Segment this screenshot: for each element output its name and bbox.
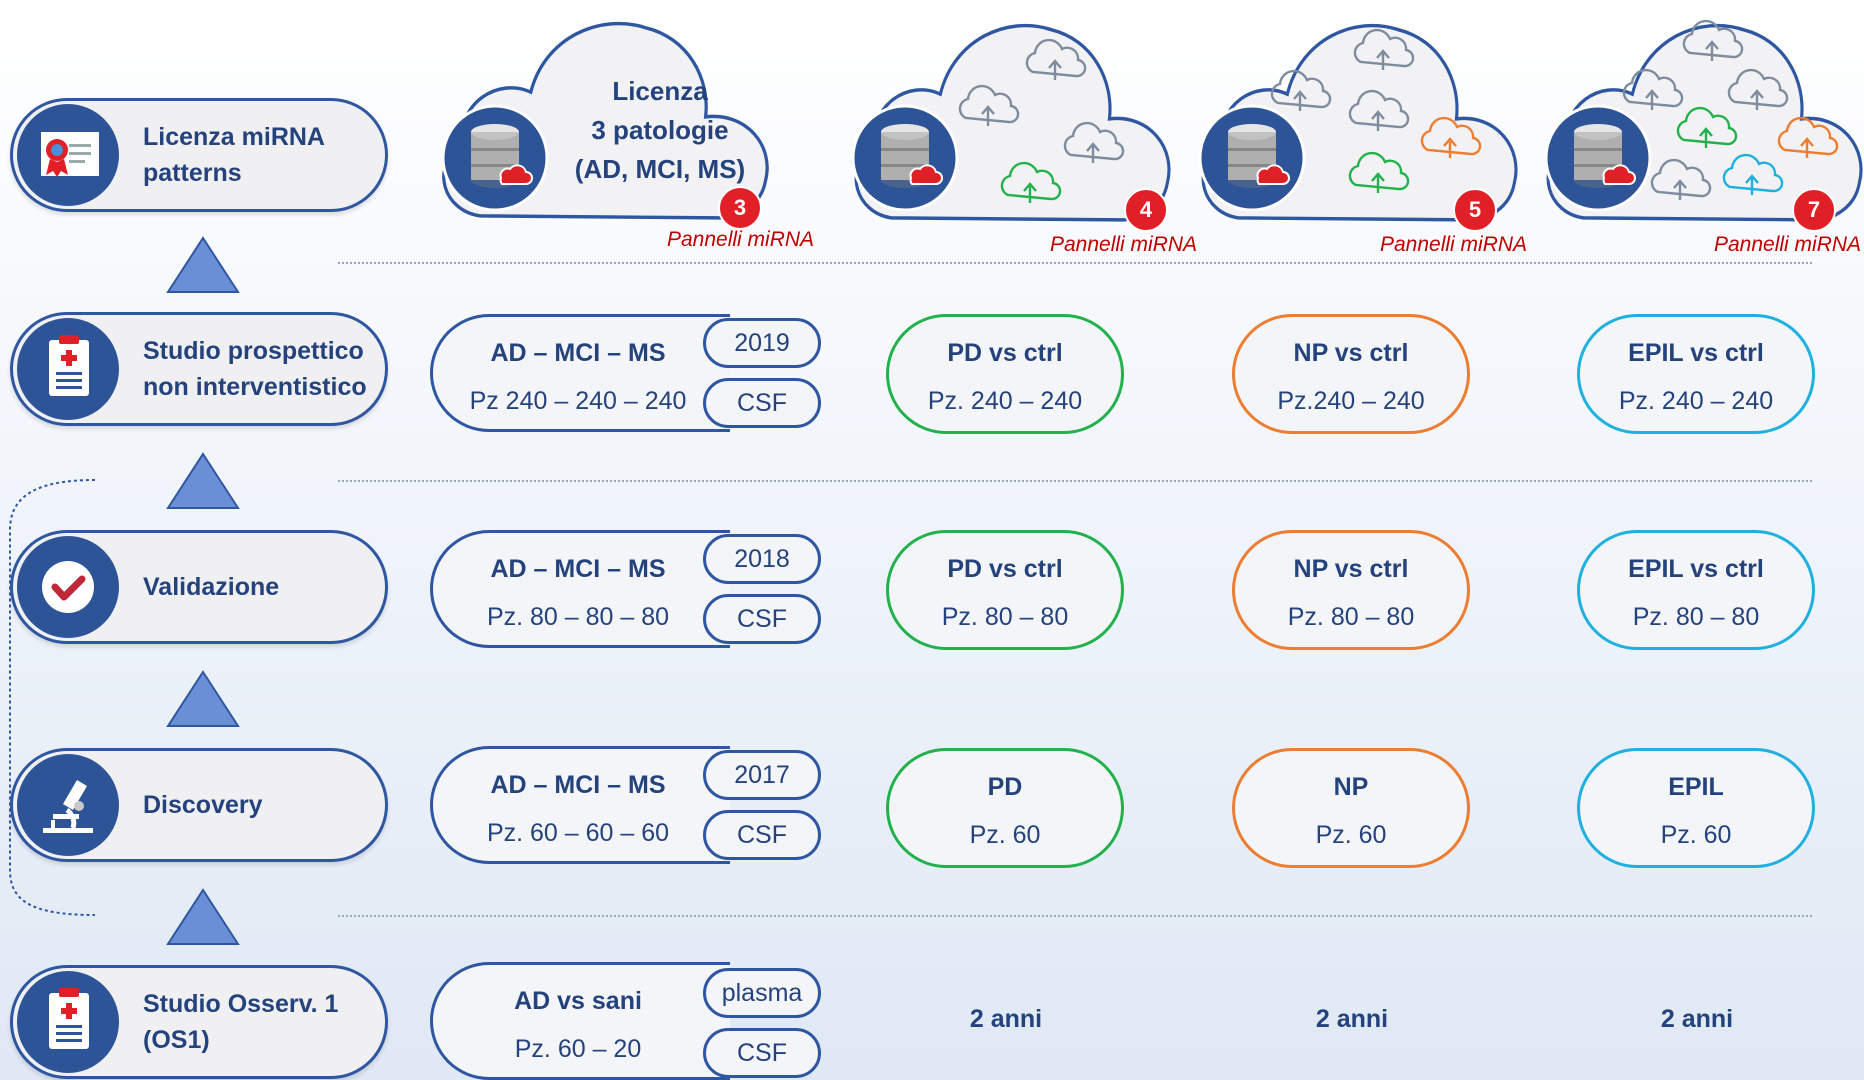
cohort-title: AD – MCI – MS xyxy=(490,555,666,583)
pd-patients: Pz. 60 xyxy=(969,821,1041,849)
stage-license: Licenza miRNA patterns xyxy=(10,98,388,212)
clipboard-icon xyxy=(17,971,119,1073)
stage-label: Studio prospettico non interventistico xyxy=(143,337,367,401)
cohort-box: AD – MCI – MS Pz 240 – 240 – 240 xyxy=(430,314,730,432)
clipboard-icon xyxy=(17,318,119,420)
duration-label: 2 anni xyxy=(969,1005,1043,1033)
panel-count-badge: 3 xyxy=(718,186,762,230)
duration-label: 2 anni xyxy=(1660,1005,1734,1033)
cohort-box: AD – MCI – MS Pz. 80 – 80 – 80 xyxy=(430,530,730,648)
panel-label: Pannelli miRNA xyxy=(1380,233,1528,256)
epil-box: EPIL vs ctrl Pz. 240 – 240 xyxy=(1577,314,1815,434)
cohort-patients: Pz. 60 – 20 xyxy=(514,1035,642,1063)
certificate-icon xyxy=(17,104,119,206)
microscope-icon xyxy=(17,754,119,856)
cohort-title: AD vs sani xyxy=(514,987,642,1015)
cohort-patients: Pz 240 – 240 – 240 xyxy=(469,387,687,415)
year-tag: 2017 xyxy=(703,750,821,800)
stage-label: Discovery xyxy=(143,791,263,819)
cohort-title: AD – MCI – MS xyxy=(490,339,666,367)
stage-discovery: Discovery xyxy=(10,748,388,862)
epil-title: EPIL xyxy=(1668,773,1724,801)
epil-box: EPIL vs ctrl Pz. 80 – 80 xyxy=(1577,530,1815,650)
np-box: NP vs ctrl Pz. 80 – 80 xyxy=(1232,530,1470,650)
up-arrow-triangle xyxy=(166,236,240,293)
np-title: NP vs ctrl xyxy=(1293,555,1409,583)
database-icon xyxy=(441,104,549,212)
np-patients: Pz. 60 xyxy=(1315,821,1387,849)
epil-patients: Pz. 60 xyxy=(1660,821,1732,849)
separator-line xyxy=(338,915,1812,917)
sample-tag: plasma xyxy=(703,968,821,1018)
panel-count-badge: 5 xyxy=(1453,188,1497,232)
panel-count-badge: 7 xyxy=(1792,188,1836,232)
up-arrow-triangle xyxy=(166,452,240,509)
pd-title: PD vs ctrl xyxy=(947,555,1063,583)
cohort-box: AD – MCI – MS Pz. 60 – 60 – 60 xyxy=(430,746,730,864)
pd-patients: Pz. 80 – 80 xyxy=(941,603,1069,631)
np-box: NP vs ctrl Pz.240 – 240 xyxy=(1232,314,1470,434)
pd-title: PD vs ctrl xyxy=(947,339,1063,367)
pd-patients: Pz. 240 – 240 xyxy=(927,387,1083,415)
license-text: Licenza 3 patologie (AD, MCI, MS) xyxy=(574,76,746,184)
epil-patients: Pz. 80 – 80 xyxy=(1632,603,1760,631)
sample-tag: CSF xyxy=(703,1028,821,1078)
database-icon xyxy=(1198,104,1306,212)
sample-tag: CSF xyxy=(703,810,821,860)
cohort-box: AD vs sani Pz. 60 – 20 xyxy=(430,962,730,1080)
duration-label: 2 anni xyxy=(1315,1005,1389,1033)
stage-label: Licenza miRNA patterns xyxy=(143,123,325,187)
cohort-patients: Pz. 80 – 80 – 80 xyxy=(486,603,670,631)
database-icon xyxy=(1544,104,1652,212)
checkmark-icon xyxy=(17,536,119,638)
panel-label: Pannelli miRNA xyxy=(1050,233,1198,256)
pd-box: PD vs ctrl Pz. 80 – 80 xyxy=(886,530,1124,650)
epil-patients: Pz. 240 – 240 xyxy=(1618,387,1774,415)
stage-validation: Validazione xyxy=(10,530,388,644)
up-arrow-triangle xyxy=(166,888,240,945)
stage-label: Validazione xyxy=(143,573,280,601)
cohort-patients: Pz. 60 – 60 – 60 xyxy=(486,819,670,847)
panel-label: Pannelli miRNA xyxy=(667,228,815,251)
epil-title: EPIL vs ctrl xyxy=(1628,339,1764,367)
pd-box: PD Pz. 60 xyxy=(886,748,1124,868)
epil-box: EPIL Pz. 60 xyxy=(1577,748,1815,868)
separator-line xyxy=(338,262,1812,264)
np-title: NP xyxy=(1333,773,1369,801)
np-box: NP Pz. 60 xyxy=(1232,748,1470,868)
panel-count-badge: 4 xyxy=(1124,188,1168,232)
np-patients: Pz.240 – 240 xyxy=(1277,387,1425,415)
sample-tag: CSF xyxy=(703,378,821,428)
up-arrow-triangle xyxy=(166,670,240,727)
pd-title: PD xyxy=(987,773,1023,801)
panel-label: Pannelli miRNA xyxy=(1714,233,1862,256)
sample-tag: CSF xyxy=(703,594,821,644)
cohort-title: AD – MCI – MS xyxy=(490,771,666,799)
stage-observational-study: Studio Osserv. 1 (OS1) xyxy=(10,965,388,1079)
year-tag: 2018 xyxy=(703,534,821,584)
year-tag: 2019 xyxy=(703,318,821,368)
stage-label: Studio Osserv. 1 (OS1) xyxy=(143,990,339,1054)
np-patients: Pz. 80 – 80 xyxy=(1287,603,1415,631)
np-title: NP vs ctrl xyxy=(1293,339,1409,367)
separator-line xyxy=(338,480,1812,482)
stage-prospective-study: Studio prospettico non interventistico xyxy=(10,312,388,426)
database-icon xyxy=(851,104,959,212)
pd-box: PD vs ctrl Pz. 240 – 240 xyxy=(886,314,1124,434)
epil-title: EPIL vs ctrl xyxy=(1628,555,1764,583)
